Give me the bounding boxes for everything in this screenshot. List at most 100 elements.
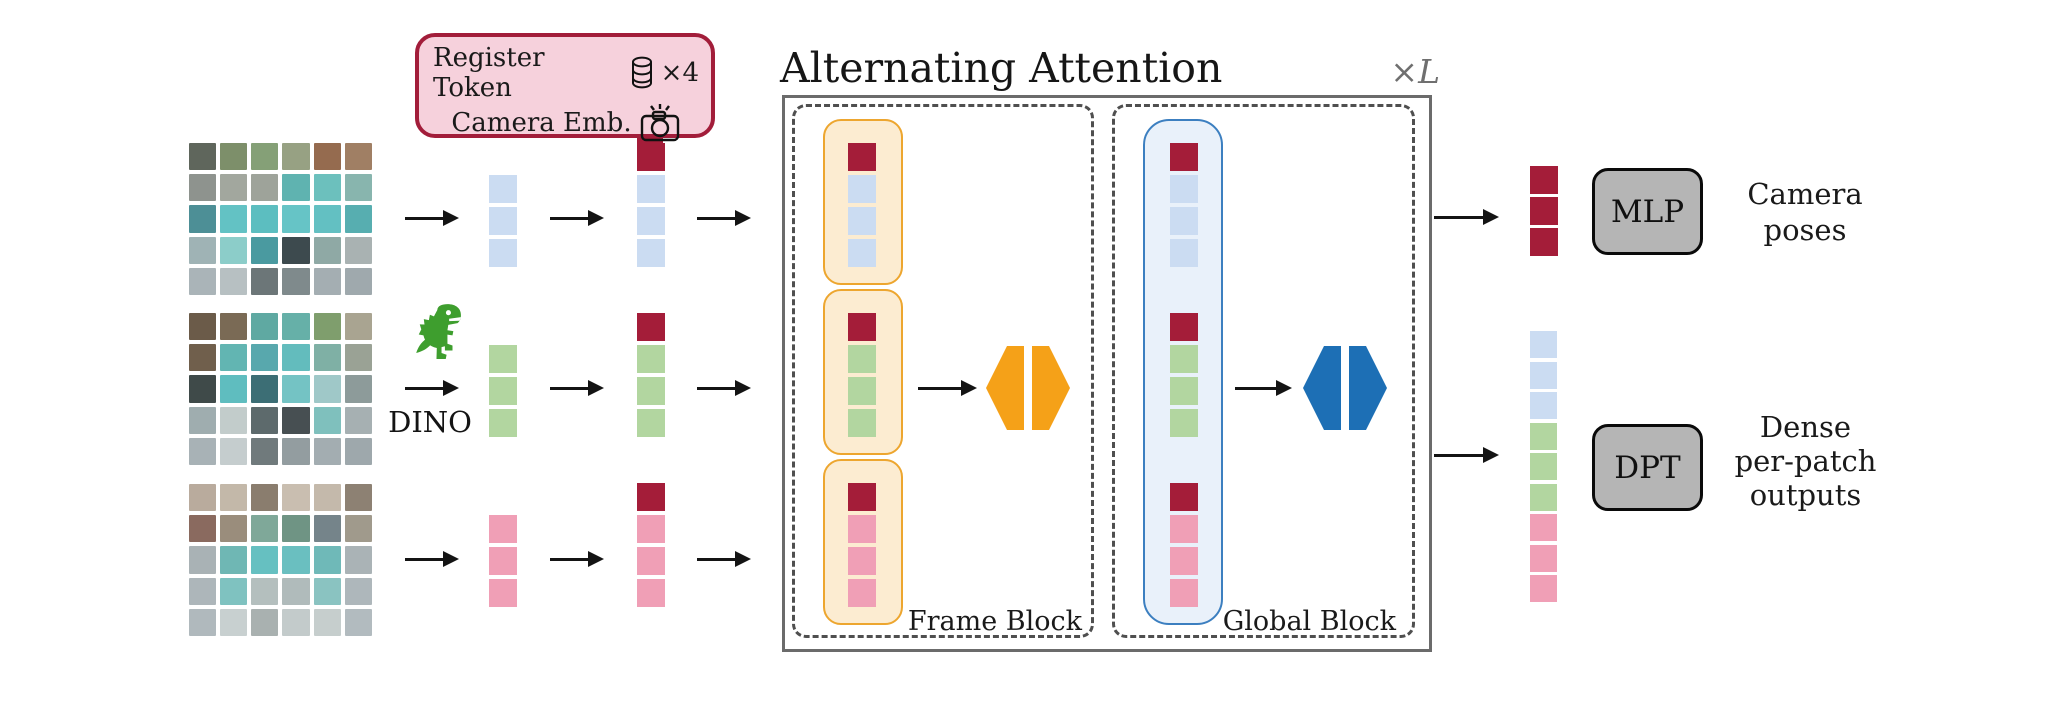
image-patch	[282, 375, 310, 403]
patch-token	[1170, 345, 1198, 373]
image-patch	[189, 437, 217, 465]
camera-token	[1530, 228, 1558, 256]
image-patch	[189, 406, 217, 434]
image-patch	[220, 375, 248, 403]
image-patch	[220, 313, 248, 341]
image-patch	[313, 437, 341, 465]
arrow	[1434, 447, 1499, 463]
image-patch	[251, 546, 279, 574]
camera-token	[637, 143, 665, 171]
patch-token	[489, 175, 517, 203]
image-patch	[220, 267, 248, 295]
patch-token	[848, 345, 876, 373]
image-patch	[282, 143, 310, 171]
patch-token	[1530, 392, 1557, 419]
patch-token	[1530, 575, 1557, 602]
patch-token	[637, 239, 665, 267]
image-patch	[220, 344, 248, 372]
camera-token	[848, 483, 876, 511]
camera-token	[637, 313, 665, 341]
image-patch	[220, 236, 248, 264]
arrow	[697, 380, 751, 396]
patch-token	[848, 579, 876, 607]
register-token-label: Register Token	[433, 43, 545, 103]
arrow	[550, 551, 604, 567]
camera-icon	[639, 103, 681, 143]
dino-label: DINO	[388, 405, 472, 439]
image-patch	[344, 577, 372, 605]
patch-token	[489, 207, 517, 235]
patch-token	[637, 547, 665, 575]
image-patch	[313, 484, 341, 512]
image-patch	[251, 608, 279, 636]
arrow	[697, 210, 751, 226]
image-patch	[344, 313, 372, 341]
patch-token	[637, 579, 665, 607]
image-patch	[220, 608, 248, 636]
camera-token	[1170, 143, 1198, 171]
global-block-region	[1112, 104, 1415, 638]
camera-token	[848, 313, 876, 341]
patch-token	[848, 239, 876, 267]
image-patch	[344, 236, 372, 264]
patch-token	[1170, 239, 1198, 267]
times-symbol: ×	[1390, 52, 1419, 91]
image-patch	[220, 515, 248, 543]
image-patch	[251, 267, 279, 295]
image-patch	[251, 406, 279, 434]
image-patch	[313, 143, 341, 171]
repeat-times-label: ×L	[1330, 52, 1440, 91]
patch-token	[1170, 547, 1198, 575]
image-patch	[189, 608, 217, 636]
image-patch	[282, 577, 310, 605]
patch-token	[637, 207, 665, 235]
figure-title: Alternating Attention	[780, 44, 1223, 92]
image-patch	[189, 143, 217, 171]
patch-token	[489, 377, 517, 405]
patch-token	[489, 515, 517, 543]
image-patch	[313, 406, 341, 434]
frame-attention-icon	[986, 346, 1070, 430]
arrow	[697, 551, 751, 567]
image-patch	[251, 143, 279, 171]
image-patch	[189, 344, 217, 372]
image-patch	[344, 406, 372, 434]
patch-token	[637, 345, 665, 373]
image-patch	[251, 437, 279, 465]
patch-token	[1530, 331, 1557, 358]
image-patch	[189, 174, 217, 202]
patch-token	[489, 579, 517, 607]
image-patch	[344, 608, 372, 636]
image-patch	[189, 515, 217, 543]
patch-token	[1170, 207, 1198, 235]
image-patch	[313, 577, 341, 605]
global-block-label: Global Block	[1222, 606, 1396, 637]
image-patch	[313, 313, 341, 341]
image-patch	[189, 484, 217, 512]
image-patch	[251, 515, 279, 543]
patch-token	[1530, 544, 1557, 572]
image-patch	[313, 236, 341, 264]
patch-token	[489, 239, 517, 267]
image-patch	[251, 313, 279, 341]
image-patch	[282, 313, 310, 341]
patch-token	[1170, 409, 1198, 437]
arrow	[405, 210, 459, 226]
image-patch	[189, 546, 217, 574]
image-patch	[282, 205, 310, 233]
image-patch	[313, 515, 341, 543]
image-patch	[313, 344, 341, 372]
camera-token	[848, 143, 876, 171]
camera-token	[1530, 197, 1558, 225]
image-patch	[313, 205, 341, 233]
camera-token	[1530, 166, 1558, 194]
image-patch	[220, 577, 248, 605]
camera-emb-label: Camera Emb.	[451, 108, 632, 138]
patch-token	[489, 345, 517, 373]
patch-token	[489, 409, 517, 437]
patch-token	[1530, 483, 1557, 511]
arrow	[405, 551, 459, 567]
image-patch	[220, 174, 248, 202]
patch-token	[848, 377, 876, 405]
image-patch	[282, 236, 310, 264]
